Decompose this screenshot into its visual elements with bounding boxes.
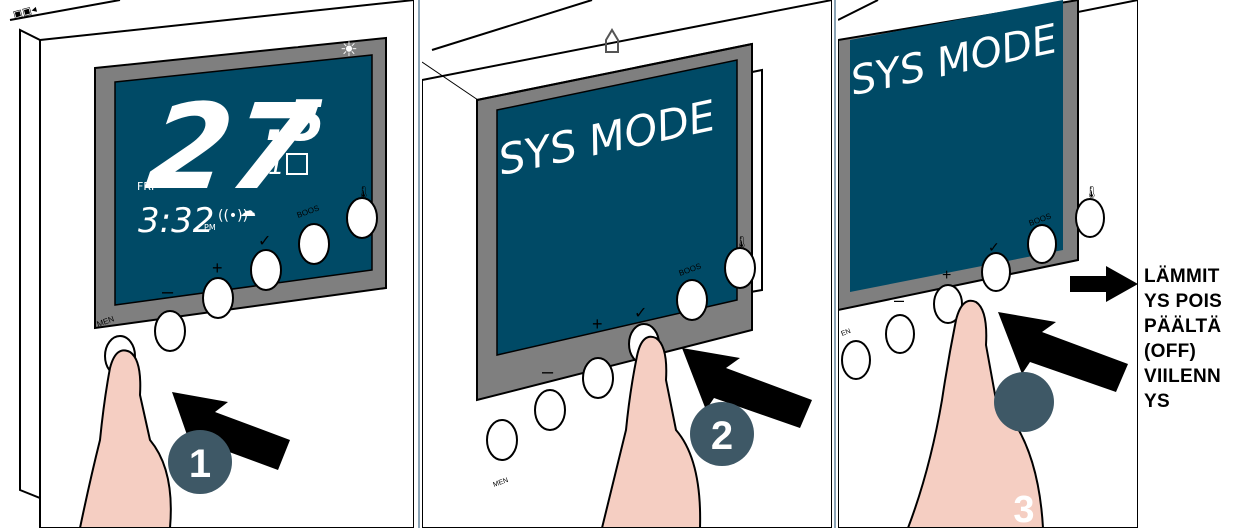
cloud-icon: ☁	[240, 201, 256, 220]
svg-text:▣▣◂: ▣▣◂	[12, 4, 38, 21]
minus-button-label: –	[542, 361, 554, 383]
temperature-button[interactable]	[725, 248, 755, 288]
day-label: FRI	[137, 180, 154, 193]
plus-button[interactable]	[203, 278, 233, 318]
sun-icon: ☀	[340, 37, 358, 61]
minus-button-label: –	[162, 281, 174, 303]
clock-time: 3:32	[138, 201, 214, 241]
step-3-badge	[994, 372, 1054, 432]
minus-button[interactable]	[535, 390, 565, 430]
temperature-button-label: 🌡	[734, 235, 749, 249]
step-2-illustration: SYS MODE MEN – + ✓ BOOS 🌡 2	[422, 0, 832, 528]
step-1-number: 1	[189, 442, 211, 486]
ok-button-label: ✓	[634, 305, 647, 322]
temperature-unit: °C	[280, 30, 302, 51]
temperature-button[interactable]	[1076, 199, 1104, 237]
plus-button-label: +	[212, 258, 223, 278]
step-3-panel: SYS MODE EN – + ✓ BOOS 🌡 3	[838, 0, 1138, 528]
ok-button-label: ✓	[258, 233, 271, 250]
temperature-decimal: .5	[265, 89, 325, 154]
minus-button-label: –	[894, 290, 904, 310]
boost-button[interactable]	[677, 280, 707, 320]
plus-button-label: +	[592, 314, 603, 334]
divider-2	[834, 0, 836, 528]
step-1-illustration: ▣▣◂ 27 .5 °C ☀ FRI 3:32 PM ((•)) ☁ 1 MEN…	[0, 0, 414, 528]
program-number: 1	[268, 151, 285, 181]
ok-button[interactable]	[982, 253, 1010, 291]
menu-button[interactable]	[487, 420, 517, 460]
temperature-button[interactable]	[347, 198, 377, 238]
clock-ampm: PM	[204, 223, 216, 232]
menu-button[interactable]	[842, 341, 870, 379]
step-3-illustration: SYS MODE EN – + ✓ BOOS 🌡 3	[838, 0, 1138, 528]
boost-button[interactable]	[1028, 225, 1056, 263]
step-2-number: 2	[711, 414, 733, 458]
temperature-button-label: 🌡	[356, 185, 371, 199]
step-3-number: 3	[1013, 489, 1034, 528]
minus-button[interactable]	[886, 315, 914, 353]
ok-button-label: ✓	[988, 239, 1000, 255]
plus-button[interactable]	[583, 358, 613, 398]
divider-1	[418, 0, 420, 528]
heating-off-callout: LÄMMIT YS POIS PÄÄLTÄ (OFF) VIILENN YS	[1144, 264, 1252, 414]
step-2-panel: SYS MODE MEN – + ✓ BOOS 🌡 2	[422, 0, 832, 528]
boost-button[interactable]	[299, 224, 329, 264]
thermostat-side	[20, 30, 40, 498]
plus-button-label: +	[942, 267, 951, 284]
minus-button[interactable]	[155, 311, 185, 351]
ok-button[interactable]	[251, 250, 281, 290]
step-1-panel: ▣▣◂ 27 .5 °C ☀ FRI 3:32 PM ((•)) ☁ 1 MEN…	[0, 0, 414, 528]
temperature-button-label: 🌡	[1084, 185, 1099, 199]
